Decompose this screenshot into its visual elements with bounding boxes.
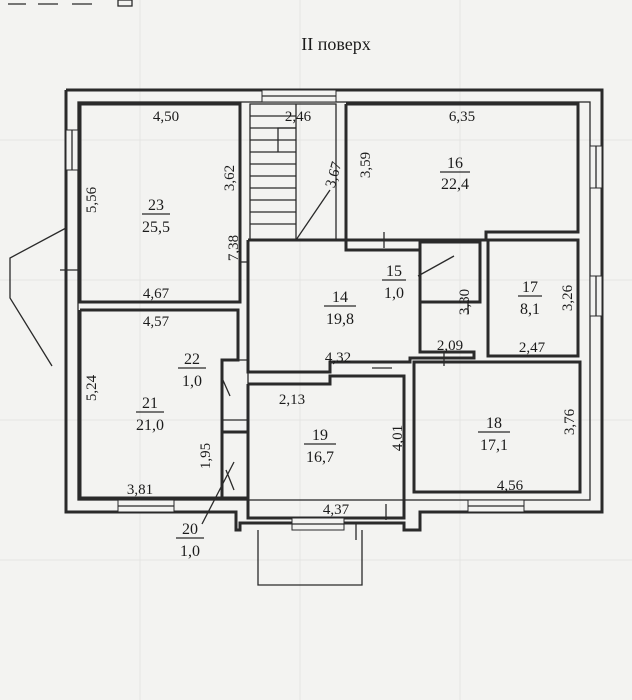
room-area: 1,0	[182, 373, 202, 390]
dimension-label: 6,35	[449, 109, 475, 125]
room-14-outline	[246, 238, 476, 374]
dimension-label: 3,76	[562, 408, 578, 435]
room-20-label: 20 1,0	[176, 461, 235, 560]
dimension-label: 5,24	[84, 374, 100, 401]
room-number: 23	[148, 197, 164, 214]
windows	[65, 89, 603, 531]
room-23-outline	[78, 102, 242, 304]
header-fragment	[8, 0, 133, 7]
room-21-label: 21 21,0	[136, 395, 164, 434]
room-18-label: 18 17,1	[478, 415, 510, 454]
room-23-label: 23 25,5	[142, 197, 170, 236]
room-22-label: 22 1,0	[178, 351, 206, 390]
room-area: 19,8	[326, 311, 354, 328]
room-15-outline	[418, 240, 482, 304]
room-number: 16	[447, 155, 463, 172]
dimension-label: 3,26	[560, 284, 576, 311]
room-area: 21,0	[136, 417, 164, 434]
room-number: 15	[386, 263, 402, 280]
dimension-label: 2,09	[437, 338, 463, 354]
room-area: 22,4	[441, 176, 469, 193]
door-swings	[60, 232, 469, 540]
room-17-label: 17 8,1	[518, 279, 542, 318]
dimension-label: 3,30	[457, 289, 473, 315]
room-20-outline	[222, 430, 250, 500]
dimension-label: 1,95	[198, 443, 214, 469]
room-area: 17,1	[480, 437, 508, 454]
room-area: 16,7	[306, 449, 334, 466]
room-number: 21	[142, 395, 158, 412]
dimension-label: 2,47	[519, 340, 546, 356]
room-21-outline	[78, 308, 240, 500]
dimension-label: 4,56	[497, 478, 524, 494]
room-19-label: 19 16,7	[304, 427, 336, 466]
dimension-label: 4,67	[143, 286, 170, 302]
staircase	[249, 103, 337, 241]
room-area: 8,1	[520, 301, 540, 318]
bay-window	[9, 227, 67, 367]
floor-title: II поверх	[301, 34, 371, 54]
room-19-outline	[246, 374, 406, 520]
dimension-label: 4,32	[325, 350, 351, 366]
dimension-label: 2,46	[285, 109, 312, 125]
dimension-label: 3,62	[222, 165, 238, 191]
room-17-outline	[486, 238, 580, 358]
room-18-outline	[412, 360, 582, 494]
dimension-label: 3,59	[358, 152, 374, 178]
room-22-outline	[222, 359, 249, 421]
room-number: 17	[522, 279, 538, 296]
entrance-landing	[257, 530, 363, 586]
room-area: 25,5	[142, 219, 170, 236]
dimension-label: 4,57	[143, 314, 170, 330]
room-area: 1,0	[180, 543, 200, 560]
room-number: 19	[312, 427, 328, 444]
dimension-label: 3,81	[127, 482, 153, 498]
dimension-label: 4,37	[323, 502, 350, 518]
room-number: 20	[182, 521, 198, 538]
room-number: 14	[332, 289, 348, 306]
room-number: 22	[184, 351, 200, 368]
outer-wall	[64, 88, 604, 532]
room-14-label: 14 19,8	[324, 289, 356, 328]
room-16-label: 16 22,4	[440, 155, 470, 193]
dimension-label: 4,01	[390, 425, 406, 451]
dimension-label: 7,38	[226, 235, 242, 261]
dimension-label: 2,13	[279, 392, 305, 408]
dimension-label: 5,56	[84, 186, 100, 213]
room-15-label: 15 1,0	[382, 263, 406, 302]
dimension-label: 4,50	[153, 109, 179, 125]
dimension-label: 3,67	[323, 160, 346, 190]
room-area: 1,0	[384, 285, 404, 302]
room-number: 18	[486, 415, 502, 432]
